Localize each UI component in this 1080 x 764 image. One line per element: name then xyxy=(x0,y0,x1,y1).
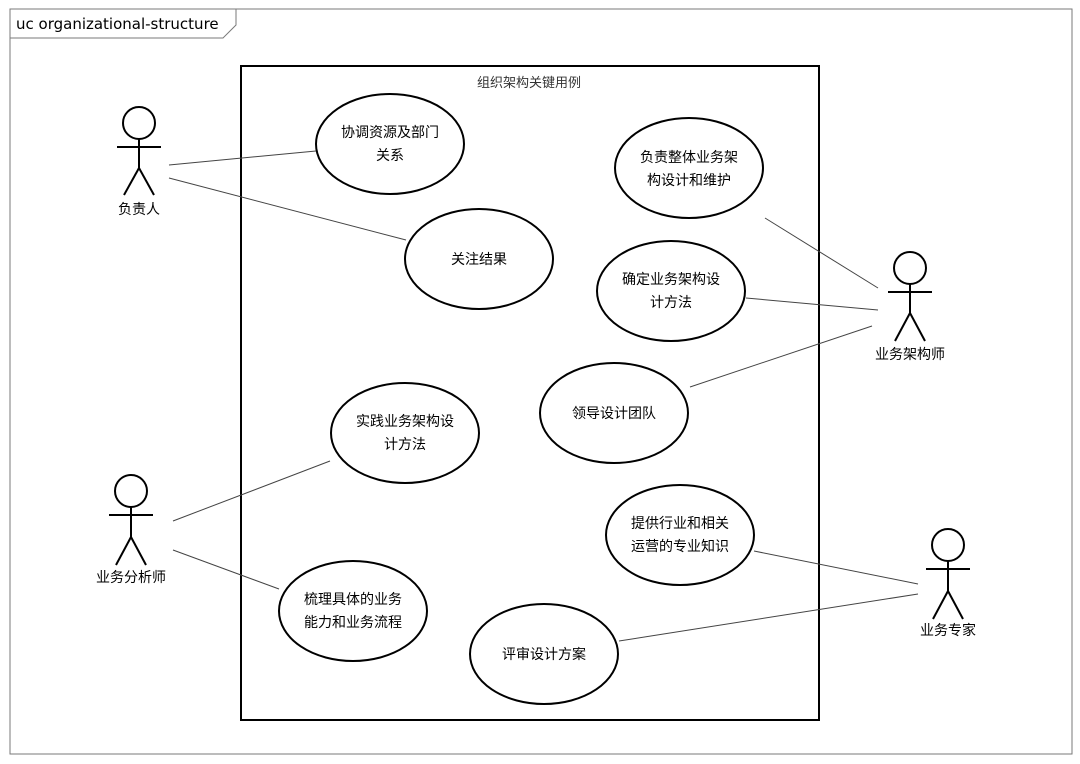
actor-architect[interactable] xyxy=(888,251,932,342)
usecase-review-line1: 评审设计方案 xyxy=(502,646,586,663)
actor-analyst[interactable] xyxy=(109,474,153,566)
usecase-sort[interactable]: 梳理具体的业务 能力和业务流程 xyxy=(278,560,428,662)
association-architect-overall xyxy=(764,217,879,289)
usecase-sort-line1: 梳理具体的业务 xyxy=(304,592,402,608)
diagram-frame xyxy=(9,8,1073,755)
usecase-overall-line1: 负责整体业务架 xyxy=(640,150,738,166)
association-architect-lead-team xyxy=(689,325,873,388)
usecase-lead-team-line1: 领导设计团队 xyxy=(572,406,656,422)
usecase-overall[interactable]: 负责整体业务架 构设计和维护 xyxy=(614,117,764,219)
system-boundary xyxy=(240,65,820,721)
usecase-sort-line2: 能力和业务流程 xyxy=(304,615,402,631)
usecase-industry-line1: 提供行业和相关 xyxy=(631,516,729,532)
usecase-method[interactable]: 确定业务架构设 计方法 xyxy=(596,240,746,342)
usecase-review[interactable]: 评审设计方案 xyxy=(469,603,619,705)
usecase-industry[interactable]: 提供行业和相关 运营的专业知识 xyxy=(605,484,755,586)
association-analyst-sort xyxy=(172,549,280,590)
usecase-coordinate-line1: 协调资源及部门 xyxy=(341,125,439,141)
usecase-focus-line1: 关注结果 xyxy=(451,252,507,268)
usecase-coordinate-line2: 关系 xyxy=(376,148,404,164)
usecase-practice[interactable]: 实践业务架构设 计方法 xyxy=(330,382,480,484)
association-architect-method xyxy=(745,297,879,311)
actor-analyst-head xyxy=(114,474,148,508)
usecase-method-line2: 计方法 xyxy=(650,295,692,311)
actor-leader-head xyxy=(122,106,156,140)
usecase-industry-line2: 运营的专业知识 xyxy=(631,538,729,555)
actor-analyst-label: 业务分析师 xyxy=(96,570,166,586)
actor-architect-head xyxy=(893,251,927,285)
system-title: 组织架构关键用例 xyxy=(477,76,581,91)
usecase-lead-team[interactable]: 领导设计团队 xyxy=(539,362,689,464)
association-leader-focus xyxy=(168,177,407,241)
usecase-coordinate[interactable]: 协调资源及部门 关系 xyxy=(315,93,465,195)
actor-architect-label: 业务架构师 xyxy=(875,347,945,363)
actor-leader-label: 负责人 xyxy=(118,202,160,218)
association-leader-coordinate xyxy=(168,150,317,166)
usecase-focus[interactable]: 关注结果 xyxy=(404,208,554,310)
association-analyst-practice xyxy=(172,460,331,522)
usecase-method-line1: 确定业务架构设 xyxy=(622,272,720,288)
usecase-overall-line2: 构设计和维护 xyxy=(647,173,731,189)
actor-expert[interactable] xyxy=(926,528,970,620)
associations xyxy=(168,150,919,642)
actor-expert-label: 业务专家 xyxy=(920,622,976,639)
frame-title: uc organizational-structure xyxy=(16,15,219,33)
usecase-practice-line2: 计方法 xyxy=(384,437,426,453)
actor-expert-head xyxy=(931,528,965,562)
association-expert-industry xyxy=(753,550,919,585)
usecase-practice-line1: 实践业务架构设 xyxy=(356,414,454,430)
association-expert-review xyxy=(618,593,919,642)
actor-leader[interactable] xyxy=(117,106,161,196)
frame-title-tab xyxy=(10,9,237,39)
